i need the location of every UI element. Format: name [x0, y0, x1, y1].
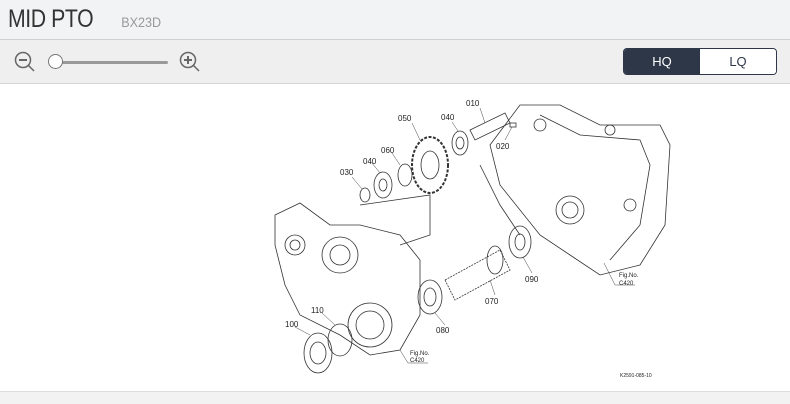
bearing-080 — [417, 279, 443, 315]
gear-050 — [411, 136, 449, 194]
fig-ref-label[interactable]: Fig.No. — [619, 273, 639, 279]
bottom-bar — [0, 391, 790, 404]
toolbar: HQ LQ — [0, 40, 790, 84]
oil-seal-110 — [327, 323, 353, 357]
part-label-050[interactable]: 050 — [398, 114, 412, 123]
page-title: MID PTO — [8, 5, 94, 33]
part-label-110[interactable]: 110 — [311, 306, 324, 315]
part-label-010[interactable]: 010 — [466, 99, 480, 108]
fig-ref-number[interactable]: C420 — [619, 281, 634, 287]
slider-track[interactable] — [52, 61, 168, 64]
shaft-070 — [444, 245, 511, 301]
slider-handle[interactable] — [48, 54, 63, 69]
bearing-040-b — [373, 171, 393, 199]
part-label-030[interactable]: 030 — [340, 168, 354, 177]
transmission-case-right — [479, 104, 671, 276]
hq-button[interactable]: HQ — [624, 49, 700, 74]
part-label-020[interactable]: 020 — [496, 142, 510, 151]
lq-button[interactable]: LQ — [700, 49, 776, 74]
part-label-060[interactable]: 060 — [381, 146, 395, 155]
part-label-070[interactable]: 070 — [485, 297, 499, 306]
collar-030 — [359, 187, 371, 203]
leader-lines — [294, 107, 635, 364]
zoom-slider[interactable] — [48, 54, 168, 69]
diagram-code: K2591-085-10 — [620, 373, 652, 379]
circlip-060 — [397, 163, 413, 187]
mid-pto-case — [274, 194, 431, 356]
part-label-080[interactable]: 080 — [436, 326, 450, 335]
zoom-out-icon[interactable] — [14, 51, 36, 73]
model-name: BX23D — [121, 14, 162, 30]
page-header: MID PTO BX23D — [0, 0, 790, 40]
parts-diagram-area: 010 020 040 050 060 040 030 090 070 080 … — [0, 85, 790, 391]
cover-100 — [303, 332, 333, 374]
fig-ref-label[interactable]: Fig.No. — [410, 351, 430, 357]
part-label-040[interactable]: 040 — [441, 113, 455, 122]
fig-ref-number[interactable]: C420 — [410, 358, 425, 364]
parts-diagram[interactable]: 010 020 040 050 060 040 030 090 070 080 … — [0, 85, 790, 391]
pin-020 — [509, 122, 517, 128]
zoom-in-icon[interactable] — [179, 51, 201, 73]
part-label-090[interactable]: 090 — [525, 275, 539, 284]
bearing-040 — [451, 130, 469, 156]
part-label-040-b[interactable]: 040 — [363, 157, 377, 166]
quality-toggle: HQ LQ — [623, 48, 777, 75]
part-label-100[interactable]: 100 — [285, 320, 299, 329]
bearing-090 — [508, 225, 532, 259]
